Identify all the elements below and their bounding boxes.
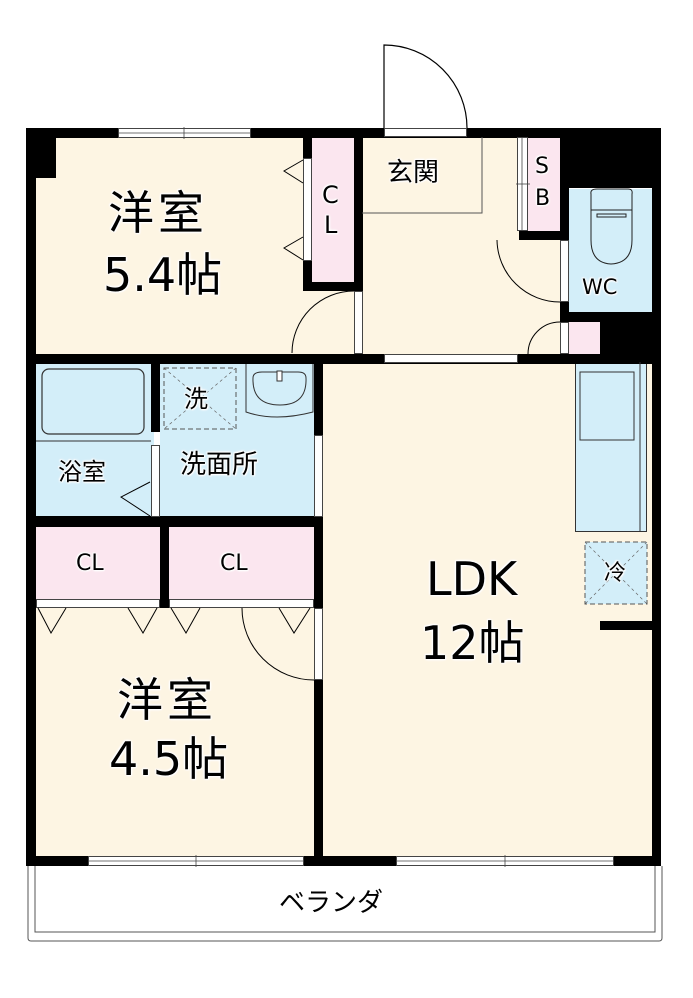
entrance-label: 玄関: [387, 158, 440, 188]
small-storage: [569, 322, 600, 354]
wall-wc-bottom: [560, 312, 652, 322]
wall-ldk-left-lower: [314, 680, 323, 866]
wall-cl-bottom: [303, 282, 363, 291]
sliding-door-cl-left: [36, 599, 160, 608]
door-storage: [560, 322, 569, 354]
wall-lower-horizontal: [26, 516, 323, 527]
wall-cl-right: [354, 137, 363, 291]
wall-mid-horizontal: [26, 354, 660, 364]
room-label-ldk: LDK: [426, 552, 518, 606]
door-room2: [314, 608, 323, 680]
closet-vertical: [312, 137, 354, 282]
room-size-ldk: 12帖: [420, 616, 525, 670]
sliding-door-cl: [303, 158, 312, 261]
kitchen-counter: [575, 362, 647, 532]
shoe-box: [528, 137, 560, 231]
door-bath: [151, 445, 160, 517]
door-washroom: [314, 435, 323, 517]
entrance-door-opening: [384, 128, 467, 137]
shoebox-label-b: B: [535, 186, 551, 211]
wall-right: [652, 128, 661, 866]
closet-left-label: CL: [76, 551, 104, 576]
wall-ldk-left-mid: [314, 516, 323, 608]
closet-label-c: C: [322, 181, 339, 209]
wall-right-block-top: [560, 128, 660, 188]
fridge-label: 冷: [604, 561, 627, 586]
room-label-western-2: 洋室: [117, 673, 217, 727]
opening-entrance-ldk: [384, 354, 518, 363]
veranda-label: ベランダ: [279, 888, 384, 918]
washroom-label: 洗面所: [180, 450, 259, 480]
wall-bath-wash: [151, 362, 160, 432]
door-wc: [560, 240, 569, 302]
wall-bottom: [26, 856, 661, 866]
closet-right: [169, 527, 314, 599]
western-room-2-floor: [36, 598, 316, 856]
wall-left: [26, 128, 36, 866]
closet-left: [36, 527, 160, 599]
closet-right-label: CL: [220, 551, 248, 576]
room-size-western-1: 5.4帖: [103, 248, 223, 302]
bathroom-area: [36, 364, 154, 516]
wall-closet-divider: [160, 516, 169, 608]
wall-fridge-stub: [600, 621, 652, 630]
washer-label: 洗: [184, 385, 208, 413]
washroom-area: [160, 364, 314, 516]
wall-sb-bottom: [519, 231, 569, 240]
room-label-western-1: 洋室: [108, 186, 208, 240]
sliding-door-cl-right: [169, 599, 314, 608]
shoebox-label-s: S: [535, 154, 549, 179]
wall-corner-column: [26, 128, 56, 178]
room-size-western-2: 4.5帖: [109, 732, 229, 786]
toilet-label: WC: [582, 275, 618, 299]
door-room1: [354, 291, 363, 354]
wall-ldk-left: [314, 362, 323, 450]
wall-top: [26, 128, 660, 138]
bathroom-label: 浴室: [58, 458, 106, 486]
closet-label-l: L: [324, 211, 338, 239]
